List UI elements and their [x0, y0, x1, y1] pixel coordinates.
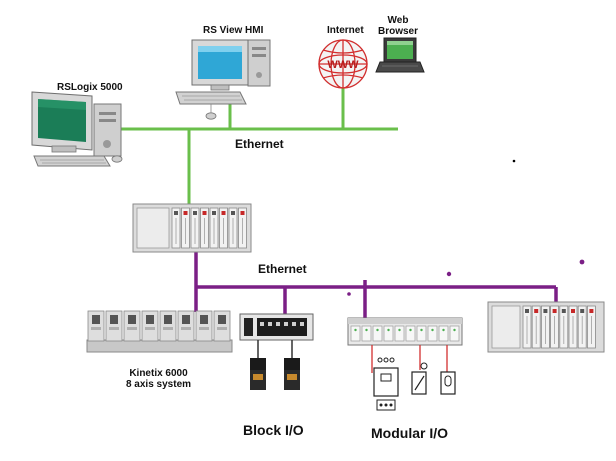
io-terminal: [449, 325, 460, 342]
modular-io-label: Modular I/O: [371, 425, 448, 441]
browser-label: Web Browser: [378, 15, 419, 37]
io-terminal: [416, 325, 427, 342]
dot: [512, 159, 516, 163]
block-io-device: [239, 313, 314, 390]
sensor-right: [284, 340, 300, 390]
lower-ethernet-label: Ethernet: [258, 262, 307, 276]
internet-label: Internet: [327, 25, 364, 36]
stray-dots: [347, 159, 585, 296]
upper-ethernet-links: [98, 87, 398, 204]
rslogix-label: RSLogix 5000: [57, 82, 123, 93]
lower-ethernet-links: [194, 252, 558, 318]
remote-rack: [487, 301, 605, 353]
browser-label-line2: Browser: [378, 25, 419, 37]
dot: [347, 292, 351, 296]
dot: [446, 271, 452, 277]
io-terminal: [361, 325, 372, 342]
io-terminal: [405, 325, 416, 342]
block-io-label: Block I/O: [243, 422, 304, 438]
upper-ethernet-label: Ethernet: [235, 137, 284, 151]
io-field-device-3: [440, 371, 456, 395]
browser-label-line1: Web: [387, 15, 409, 26]
internet-globe: WWW: [318, 39, 368, 89]
kinetix-label: Kinetix 6000 8 axis system: [116, 368, 201, 390]
io-terminal: [372, 325, 383, 342]
io-terminal: [427, 325, 438, 342]
sensor-left: [250, 340, 266, 390]
browser-laptop: [375, 37, 425, 73]
rslogix-workstation: [31, 91, 123, 167]
io-terminal: [383, 325, 394, 342]
hmi-workstation: [175, 39, 271, 120]
io-field-device-2: [411, 362, 428, 395]
io-field-device-1: [373, 357, 399, 411]
io-terminal: [350, 325, 361, 342]
globe-text: WWW: [327, 59, 359, 71]
dot: [579, 259, 585, 265]
kinetix-label-line1: Kinetix 6000: [129, 368, 188, 379]
kinetix-label-line2: 8 axis system: [125, 378, 192, 390]
main-controller: [132, 203, 252, 253]
kinetix-drives: [86, 310, 233, 353]
io-terminal: [438, 325, 449, 342]
hmi-label: RS View HMI: [203, 25, 264, 36]
modular-io-device: [347, 317, 463, 411]
io-terminal: [394, 325, 405, 342]
